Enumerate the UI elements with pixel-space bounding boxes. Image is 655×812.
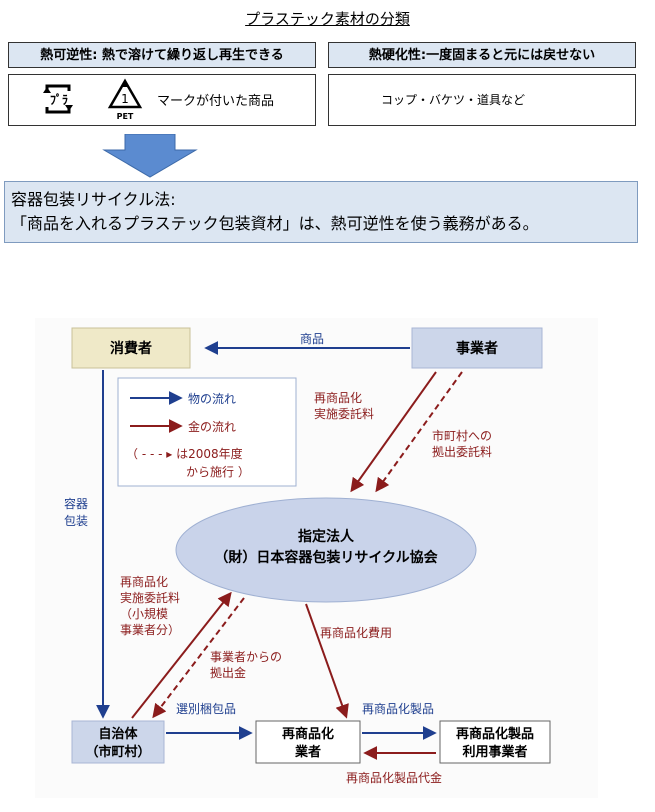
designated-corp-node — [175, 497, 477, 603]
consumer-node — [71, 327, 191, 369]
pla-icon-label: ﾌﾟﾗ — [50, 92, 68, 107]
recycled-products-label: 再商品化製品 — [362, 701, 434, 716]
contribution-arrow — [152, 597, 245, 719]
legend-dashed-label-2: から施行 ） — [186, 465, 250, 479]
thermoset-box: コップ・バケツ・道具など — [328, 74, 636, 126]
product-label: 商品 — [300, 331, 324, 346]
municipality-node — [71, 720, 165, 764]
down-arrow-icon — [102, 134, 198, 178]
law-title: 容器包装リサイクル法: — [11, 190, 176, 209]
small-business-fee-arrow — [131, 591, 232, 719]
contribution-label-1: 事業者からの — [210, 650, 282, 664]
recycling-cost-label: 再商品化費用 — [320, 625, 392, 640]
recycler-node — [255, 720, 361, 764]
pet-icon-label: PET — [117, 112, 134, 121]
legend-box — [117, 377, 297, 487]
municipality-label-2: （市町村） — [85, 744, 150, 760]
designated-corp-label-1: 指定法人 — [298, 528, 355, 545]
municipal-contribution-arrow — [375, 371, 463, 493]
payment-label: 再商品化製品代金 — [346, 770, 442, 785]
recycled-product-user-node — [439, 720, 551, 764]
business-label: 事業者 — [456, 340, 498, 357]
legend-money-label: 金の流れ — [188, 419, 236, 434]
fee-small-label-3: （小規模 — [120, 606, 168, 621]
fee-small-label-1: 再商品化 — [120, 574, 168, 589]
thermoplastic-box: ﾌﾟﾗ 1 PET マークが付いた商品 — [8, 74, 316, 126]
user-label-2: 利用事業者 — [462, 744, 527, 760]
pet-recycle-icon: 1 PET — [107, 78, 143, 121]
law-text: 「商品を入れるプラステック包装資材」は、熱可逆性を使う義務がある。 — [11, 214, 539, 233]
containers-label-1: 容器 — [64, 496, 88, 511]
containers-label-2: 包装 — [64, 514, 88, 528]
fee-business-label-2: 実施委託料 — [314, 406, 374, 421]
thermoset-header: 熱硬化性:一度固まると元には戻せない — [328, 42, 636, 68]
user-label-1: 再商品化製品 — [456, 726, 534, 742]
thermoplastic-header: 熱可逆性: 熱で溶けて繰り返し再生できる — [8, 42, 316, 68]
legend-dashed-label-1: （ - - - ▸ は2008年度 — [126, 446, 243, 461]
business-node — [411, 327, 543, 369]
designated-corp-label-2: （財）日本容器包装リサイクル協会 — [214, 549, 438, 566]
fee-business-label-1: 再商品化 — [314, 390, 362, 405]
recycler-label-2: 業者 — [294, 744, 321, 760]
municipality-label-1: 自治体 — [98, 726, 138, 742]
to-municipality-label-2: 拠出委託料 — [432, 444, 492, 459]
business-fee-arrow — [350, 371, 437, 493]
recycling-law-box: 容器包装リサイクル法: 「商品を入れるプラステック包装資材」は、熱可逆性を使う義… — [4, 181, 638, 243]
consumer-label: 消費者 — [110, 340, 152, 357]
thermoset-description: コップ・バケツ・道具など — [381, 93, 526, 107]
sorted-goods-label: 選別梱包品 — [176, 702, 236, 716]
legend-goods-label: 物の流れ — [188, 392, 236, 406]
contribution-label-2: 拠出金 — [210, 665, 246, 680]
recycler-label-1: 再商品化 — [282, 726, 334, 742]
fee-small-label-4: 事業者分） — [120, 623, 180, 637]
fee-small-label-2: 実施委託料 — [120, 590, 180, 605]
page-title: プラステック素材の分類 — [245, 10, 410, 28]
recycling-cost-arrow — [305, 603, 349, 719]
pet-icon-number: 1 — [121, 92, 129, 106]
to-municipality-label-1: 市町村への — [432, 428, 492, 443]
pla-recycle-icon: ﾌﾟﾗ — [43, 84, 73, 114]
thermoplastic-description: マークが付いた商品 — [157, 94, 275, 109]
